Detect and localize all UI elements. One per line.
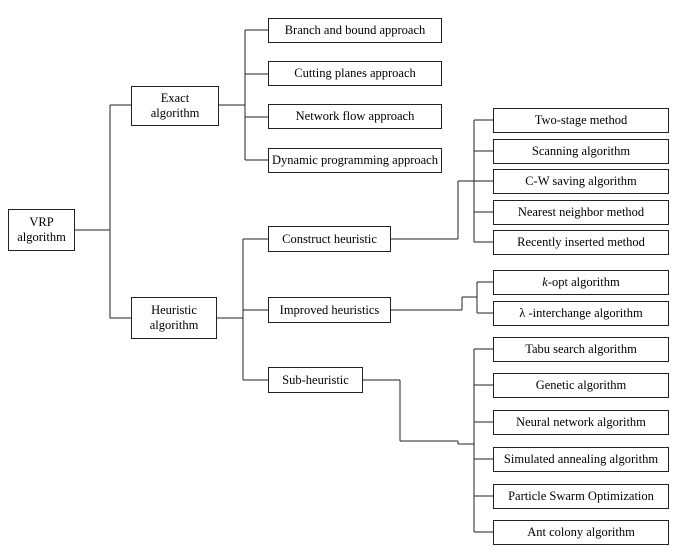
node-label: k-opt algorithm: [542, 275, 619, 290]
node-genetic-algorithm: Genetic algorithm: [493, 373, 669, 398]
node-exact-algorithm: Exact algorithm: [131, 86, 219, 126]
node-label: Nearest neighbor method: [517, 205, 645, 219]
node-tabu-search-algorithm: Tabu search algorithm: [493, 337, 669, 362]
node-scanning-algorithm: Scanning algorithm: [493, 139, 669, 164]
node-label: Cutting planes approach: [294, 66, 416, 80]
node-nearest-neighbor-method: Nearest neighbor method: [493, 200, 669, 225]
node-neural-network-algorithm: Neural network algorithm: [493, 410, 669, 435]
node-label: λ -interchange algorithm: [519, 306, 643, 320]
node-label: Particle Swarm Optimization: [508, 489, 654, 503]
root-node-vrp-algorithm: VRP algorithm: [8, 209, 75, 251]
node-heuristic-algorithm: Heuristic algorithm: [131, 297, 217, 339]
node-two-stage-method: Two-stage method: [493, 108, 669, 133]
node-label: Genetic algorithm: [535, 378, 627, 392]
node-k-opt-algorithm: k-opt algorithm: [493, 270, 669, 295]
node-dynamic-programming: Dynamic programming approach: [268, 148, 442, 173]
node-label-italic: k: [542, 275, 548, 289]
node-label: Scanning algorithm: [531, 144, 631, 158]
node-label: Branch and bound approach: [284, 23, 426, 37]
node-recently-inserted-method: Recently inserted method: [493, 230, 669, 255]
node-label: Recently inserted method: [517, 235, 645, 249]
node-label: C-W saving algorithm: [525, 174, 637, 188]
node-network-flow: Network flow approach: [268, 104, 442, 129]
node-label: Improved heuristics: [279, 302, 380, 317]
node-label: VRP algorithm: [17, 215, 66, 244]
node-simulated-annealing-algorithm: Simulated annealing algorithm: [493, 447, 669, 472]
node-branch-and-bound: Branch and bound approach: [268, 18, 442, 43]
node-cutting-planes: Cutting planes approach: [268, 61, 442, 86]
node-cw-saving-algorithm: C-W saving algorithm: [493, 169, 669, 194]
node-label-rest: -opt algorithm: [547, 275, 620, 289]
node-label: Sub-heuristic: [282, 372, 349, 387]
node-sub-heuristic: Sub-heuristic: [268, 367, 363, 393]
node-label: Neural network algorithm: [516, 415, 646, 429]
node-label: Exact algorithm: [150, 91, 200, 120]
node-label: Tabu search algorithm: [525, 342, 637, 356]
node-particle-swarm-optimization: Particle Swarm Optimization: [493, 484, 669, 509]
node-label: Simulated annealing algorithm: [503, 452, 659, 466]
node-label: Network flow approach: [295, 109, 415, 123]
node-construct-heuristic: Construct heuristic: [268, 226, 391, 252]
node-label: Ant colony algorithm: [527, 525, 635, 539]
node-improved-heuristics: Improved heuristics: [268, 297, 391, 323]
node-ant-colony-algorithm: Ant colony algorithm: [493, 520, 669, 545]
node-label: Heuristic algorithm: [149, 303, 199, 332]
node-label: Two-stage method: [534, 113, 628, 127]
node-label: Construct heuristic: [282, 231, 377, 246]
node-lambda-interchange-algorithm: λ -interchange algorithm: [493, 301, 669, 326]
node-label: Dynamic programming approach: [272, 153, 438, 167]
